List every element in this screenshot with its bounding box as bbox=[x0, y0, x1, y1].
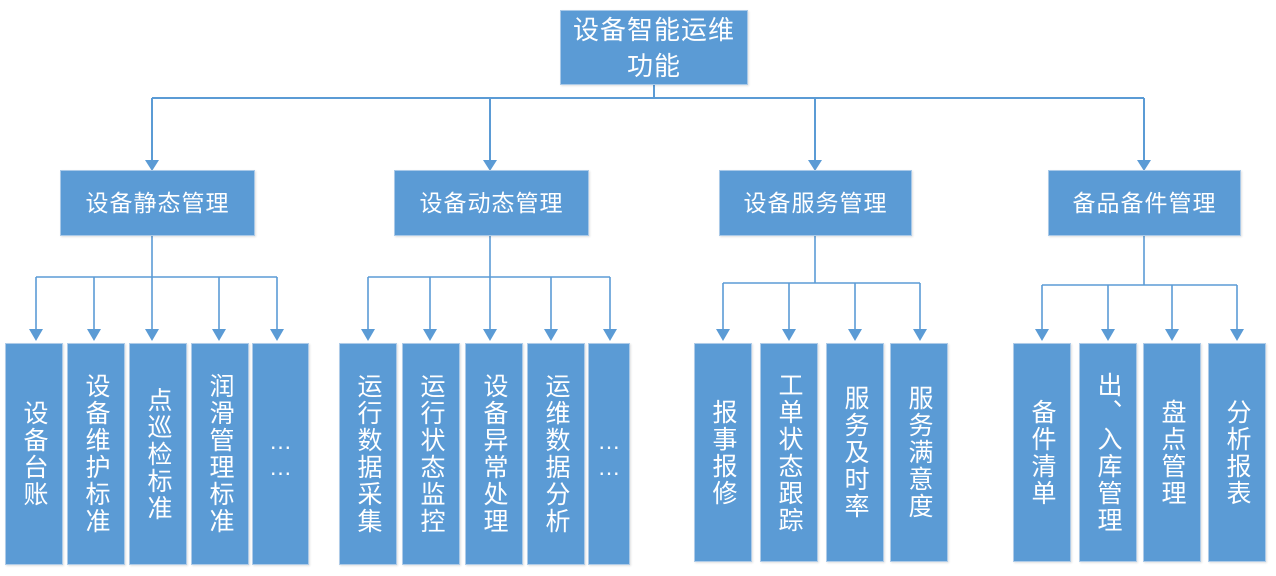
leaf-box[interactable]: 服务满意度 bbox=[890, 343, 948, 562]
leaf-label: 报事报修 bbox=[709, 398, 737, 507]
leaf-box-ellipsis[interactable]: …… bbox=[252, 343, 309, 565]
leaf-box[interactable]: 设备异常处理 bbox=[465, 343, 523, 565]
branch-node-4[interactable]: 备品备件管理 bbox=[1048, 170, 1241, 236]
branch-node-1-label: 设备静态管理 bbox=[85, 190, 230, 216]
branch-node-3[interactable]: 设备服务管理 bbox=[719, 170, 912, 236]
leaf-box[interactable]: 运行状态监控 bbox=[402, 343, 460, 565]
branch-node-1[interactable]: 设备静态管理 bbox=[60, 170, 255, 236]
root-node-label: 设备智能运维功能 bbox=[572, 14, 735, 81]
leaf-label: 工单状态跟踪 bbox=[775, 371, 803, 534]
leaf-box[interactable]: 点巡检标准 bbox=[129, 343, 187, 565]
leaf-label: 运行数据采集 bbox=[354, 373, 382, 535]
leaf-label: 点巡检标准 bbox=[144, 386, 172, 522]
leaf-label: 运行状态监控 bbox=[417, 373, 445, 535]
branch-node-2-label: 设备动态管理 bbox=[419, 190, 564, 216]
leaf-box[interactable]: 工单状态跟踪 bbox=[760, 343, 818, 562]
branch-node-2[interactable]: 设备动态管理 bbox=[394, 170, 589, 236]
root-node[interactable]: 设备智能运维功能 bbox=[560, 10, 748, 85]
leaf-label: 分析报表 bbox=[1223, 398, 1251, 507]
leaf-label: 运维数据分析 bbox=[542, 373, 570, 535]
leaf-box[interactable]: 备件清单 bbox=[1013, 343, 1071, 562]
leaf-box[interactable]: 运维数据分析 bbox=[527, 343, 585, 565]
leaf-box[interactable]: 润滑管理标准 bbox=[191, 343, 249, 565]
branch-node-3-label: 设备服务管理 bbox=[743, 190, 888, 216]
branch-arrowheads bbox=[145, 160, 1151, 171]
leaf-box[interactable]: 设备维护标准 bbox=[67, 343, 125, 565]
leaf-box[interactable]: 设备台账 bbox=[5, 343, 63, 565]
leaf-label: 出、入库管理 bbox=[1094, 371, 1122, 534]
leaf-label: …… bbox=[267, 428, 294, 480]
leaf-box-ellipsis[interactable]: …… bbox=[588, 343, 630, 565]
leaf-label: …… bbox=[596, 428, 622, 480]
leaf-box[interactable]: 出、入库管理 bbox=[1079, 343, 1137, 562]
leaf-label: 设备台账 bbox=[20, 400, 48, 508]
leaf-label: 盘点管理 bbox=[1158, 398, 1186, 507]
leaf-box[interactable]: 服务及时率 bbox=[826, 343, 884, 562]
leaf-box[interactable]: 报事报修 bbox=[694, 343, 752, 562]
leaf-box[interactable]: 分析报表 bbox=[1208, 343, 1266, 562]
leaf-label: 设备维护标准 bbox=[82, 373, 110, 535]
leaf-label: 服务满意度 bbox=[905, 385, 933, 520]
leaf-label: 润滑管理标准 bbox=[206, 373, 234, 535]
leaf-box[interactable]: 盘点管理 bbox=[1143, 343, 1201, 562]
branch-node-4-label: 备品备件管理 bbox=[1072, 190, 1217, 216]
leaf-label: 服务及时率 bbox=[841, 385, 869, 520]
leaf-box[interactable]: 运行数据采集 bbox=[339, 343, 397, 565]
leaf-label: 设备异常处理 bbox=[480, 373, 508, 535]
leaf-label: 备件清单 bbox=[1028, 398, 1056, 507]
